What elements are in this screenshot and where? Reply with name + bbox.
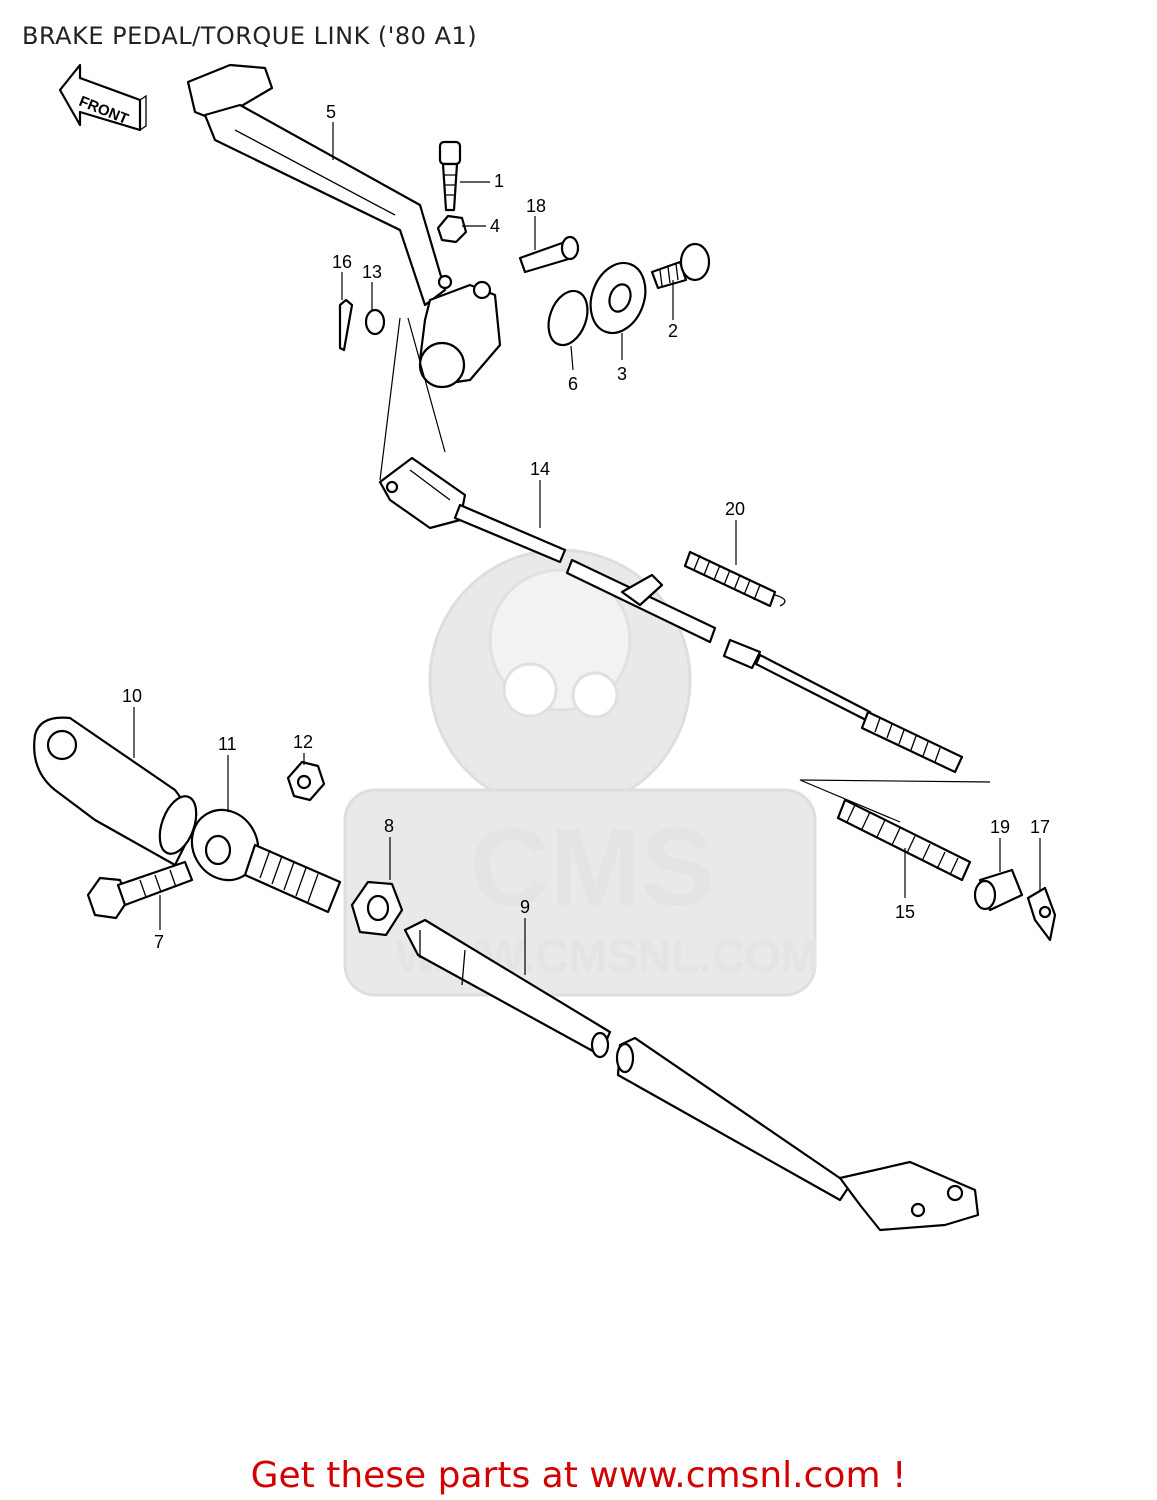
part-torque-link-9	[403, 918, 980, 1232]
callout-10: 10	[122, 686, 142, 706]
callout-6: 6	[568, 374, 578, 394]
callout-14: 14	[530, 459, 550, 479]
part-rod-end-11	[190, 808, 342, 914]
callout-2: 2	[668, 321, 678, 341]
part-pin-18	[518, 235, 580, 274]
callout-13: 13	[362, 262, 382, 282]
front-arrow-icon: FRONT	[58, 63, 147, 132]
callout-16: 16	[332, 252, 352, 272]
part-bushing-3	[589, 261, 647, 335]
page-title: BRAKE PEDAL/TORQUE LINK ('80 A1)	[22, 22, 478, 50]
part-nut-17	[1026, 886, 1057, 942]
part-spring-20	[683, 550, 786, 608]
callout-19: 19	[990, 817, 1010, 837]
callout-3: 3	[617, 364, 627, 384]
part-nut-4	[436, 214, 468, 244]
part-oring-6	[547, 289, 589, 347]
exploded-parts-diagram: CMS WWW.CMSNL.COM FRONT	[33, 63, 1057, 1232]
part-cover-10	[33, 716, 198, 867]
part-bolt-1	[438, 140, 462, 212]
callout-18: 18	[526, 196, 546, 216]
callout-4: 4	[490, 216, 500, 236]
callout-17: 17	[1030, 817, 1050, 837]
part-cotter-pin-16	[338, 298, 354, 352]
callouts: 5 1 4 18 16 13 2 6 3 14 20 10 11 12 8 9 …	[122, 102, 1050, 975]
part-brake-pedal	[186, 63, 502, 389]
callout-12: 12	[293, 732, 313, 752]
callout-9: 9	[520, 897, 530, 917]
callout-20: 20	[725, 499, 745, 519]
part-washer-13	[364, 308, 386, 336]
part-brake-rod-14	[378, 456, 964, 774]
callout-8: 8	[384, 816, 394, 836]
part-washer-small	[437, 274, 453, 290]
footer-link-text[interactable]: Get these parts at www.cmsnl.com !	[250, 1455, 907, 1496]
watermark-logo: CMS	[470, 806, 714, 929]
callout-7: 7	[154, 932, 164, 952]
part-spring-15	[836, 798, 972, 882]
callout-1: 1	[494, 171, 504, 191]
callout-15: 15	[895, 902, 915, 922]
part-collar-19	[973, 868, 1024, 912]
part-bolt-2	[650, 242, 711, 290]
part-bolt-7	[86, 860, 194, 920]
callout-11: 11	[218, 734, 237, 754]
callout-5: 5	[326, 102, 336, 122]
